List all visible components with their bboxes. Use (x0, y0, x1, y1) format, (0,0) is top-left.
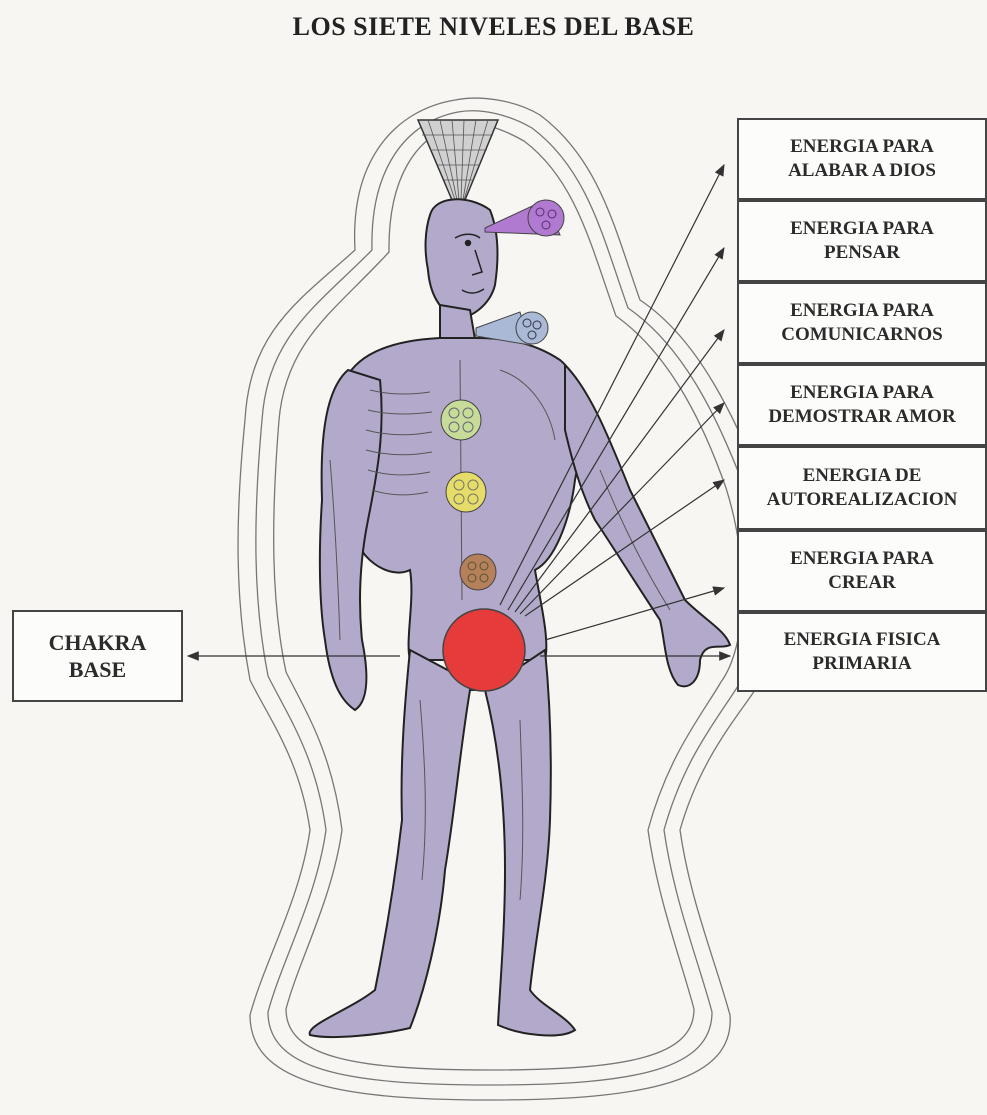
solar-plexus-chakra (446, 472, 486, 512)
level-box-autorealizacion: ENERGIA DE AUTOREALIZACION (737, 446, 987, 530)
heart-chakra (441, 400, 481, 440)
crown-chakra (418, 120, 498, 200)
level-box-amor: ENERGIA PARA DEMOSTRAR AMOR (737, 364, 987, 446)
third-eye-chakra (485, 200, 564, 236)
level-box-crear: ENERGIA PARA CREAR (737, 530, 987, 612)
level-box-comunicarnos: ENERGIA PARA COMUNICARNOS (737, 282, 987, 364)
level-box-pensar: ENERGIA PARA PENSAR (737, 200, 987, 282)
base-chakra (443, 609, 525, 691)
level-box-fisica: ENERGIA FISICA PRIMARIA (737, 612, 987, 692)
chakra-base-label: CHAKRA BASE (12, 610, 183, 702)
level-box-alabar: ENERGIA PARA ALABAR A DIOS (737, 118, 987, 200)
sacral-chakra (460, 554, 496, 590)
